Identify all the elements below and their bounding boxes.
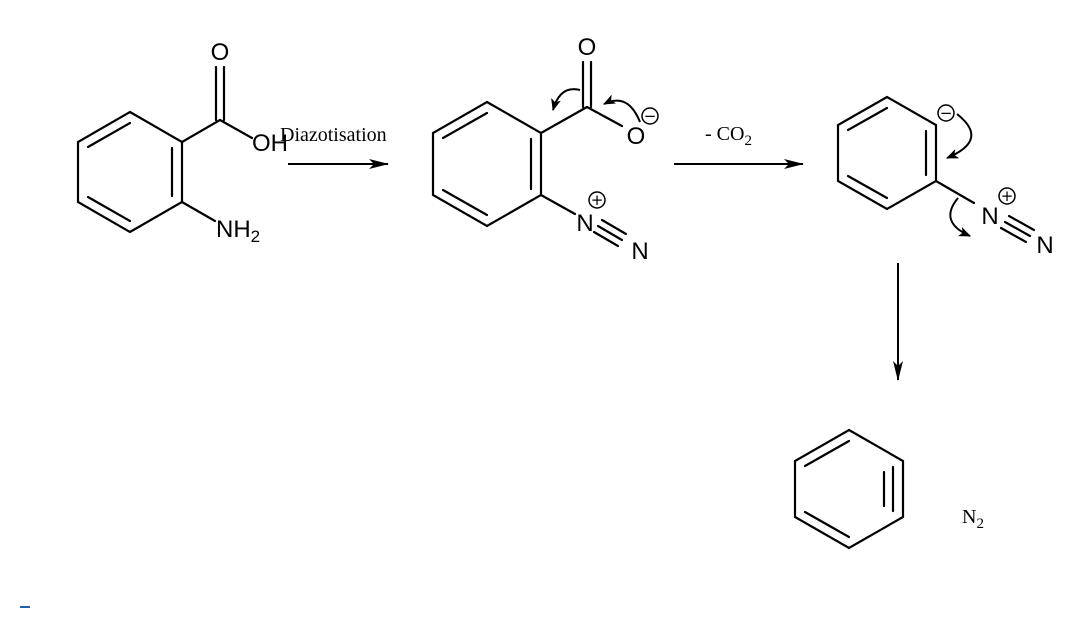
benzyne (793, 428, 905, 550)
n-n-triple-bond-2 (592, 230, 620, 248)
carbonyl-oxygen-label: O (578, 34, 597, 61)
diazonium-n1-label: N (981, 203, 998, 230)
curved-arrow-carboxylate (603, 94, 641, 123)
benzene-ring (76, 110, 184, 234)
carboxylate-oxygen-label: O (627, 123, 646, 150)
ring-double-bonds (441, 111, 533, 217)
edge-mark (20, 606, 30, 608)
nitrogen-byproduct-label: N2 (962, 506, 984, 532)
negative-charge: − (641, 107, 659, 125)
n-n-triple-bond-3 (600, 218, 628, 236)
benzene-ring (431, 100, 543, 228)
anthranilic-acid: O OH NH2 (76, 39, 288, 246)
svg-text:+: + (1001, 187, 1014, 205)
c-carboxyl-bond (180, 118, 222, 144)
n-n-triple-bond-1 (1003, 220, 1032, 238)
ring-double-bonds (86, 121, 174, 223)
benzene-ring (836, 95, 938, 211)
positive-charge: + (998, 187, 1016, 205)
hydroxyl-label: OH (252, 130, 288, 157)
curved-arrow-anion (946, 113, 973, 159)
c-n-bond (934, 179, 976, 205)
amino-label: NH2 (216, 216, 260, 246)
aryl-anion-diazonium: N N − + (836, 95, 1054, 259)
c-n-bond (539, 193, 577, 216)
diazonium-n2-label: N (631, 238, 648, 265)
n-n-triple-bond-2 (999, 226, 1028, 244)
diazonium-n1-label: N (576, 210, 593, 237)
svg-text:−: − (940, 104, 953, 122)
n-n-triple-bond-1 (596, 224, 624, 242)
c-nh2-bond (180, 200, 217, 223)
ring-double-bonds (803, 439, 851, 539)
carbonyl-oxygen-label: O (211, 39, 230, 66)
curved-arrow-diazonium (949, 197, 971, 237)
svg-text:+: + (591, 191, 604, 209)
decarboxylation-label: - CO2 (705, 123, 752, 149)
negative-charge: − (937, 104, 955, 122)
c-o-anion-bond (585, 105, 624, 128)
diazonium-carboxylate: O O N N − + (431, 34, 659, 265)
diazonium-n2-label: N (1036, 232, 1053, 259)
n-n-triple-bond-3 (1007, 214, 1036, 232)
c-oh-bond (218, 118, 254, 140)
diazotisation-label: Diazotisation (280, 124, 387, 146)
svg-text:−: − (644, 107, 657, 125)
positive-charge: + (588, 191, 606, 209)
curved-arrow-electron-push (551, 88, 581, 111)
ring-double-bonds (846, 106, 928, 200)
c-carboxylate-bond (539, 105, 589, 135)
benzyne-ring (793, 428, 905, 550)
